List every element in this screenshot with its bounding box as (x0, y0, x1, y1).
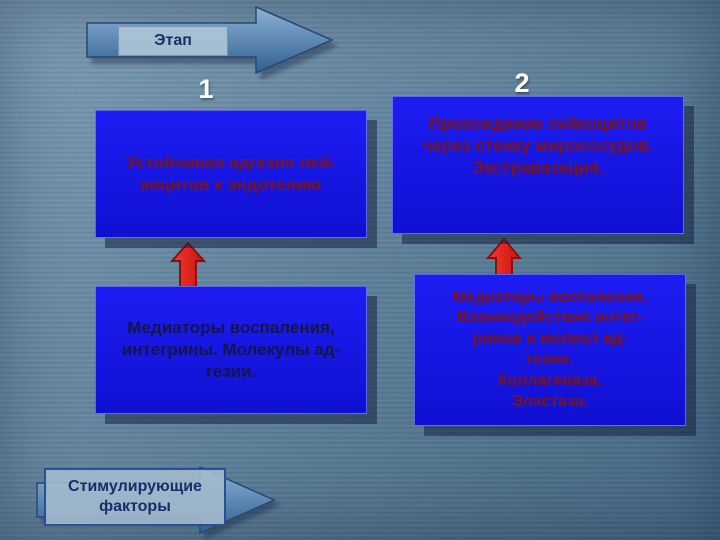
box-leukocyte-passage: Прохождение лейкоцитов через стенку миро… (392, 96, 684, 234)
step-2-number: 2 (514, 68, 530, 98)
up-arrow-icon (170, 242, 206, 290)
stimulating-factors-label: Стимулирующие факторы (44, 468, 226, 526)
box-leukocyte-adhesion: Устойчивая адгезия лей- коцитов к эндоте… (95, 110, 367, 238)
box-mediators-collagenase-elastase: Медиаторы воспаления. Взаимодействие инт… (414, 274, 686, 426)
box-inflammation-mediators-integrins: Медиаторы воспаления, интегрины. Молекул… (95, 286, 367, 414)
step-1-number: 1 (198, 74, 214, 104)
stage-label: Этап (118, 26, 228, 56)
